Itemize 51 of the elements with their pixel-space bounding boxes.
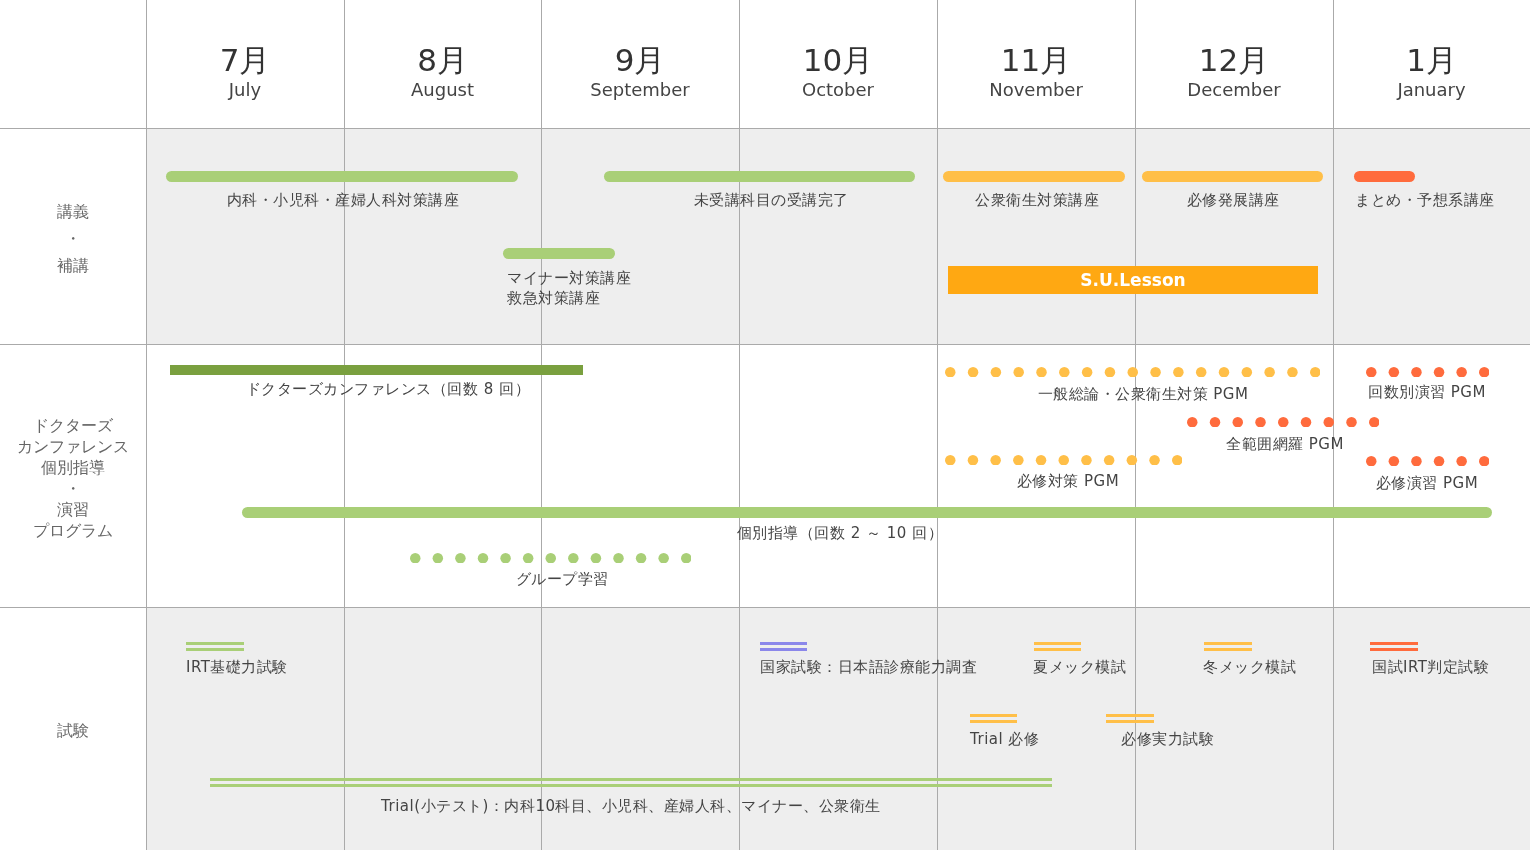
bar-caption: 内科・小児科・産婦人科対策講座 (226, 190, 460, 210)
row-heading: 補講 (57, 254, 89, 276)
bar-caption: 救急対策講座 (507, 288, 600, 308)
row-heading: ・ (65, 227, 81, 249)
bar-caption: Trial(小テスト)：内科10科目、小児科、産婦人科、マイナー、公衆衛生 (381, 796, 881, 816)
bar-caption: 個別指導（回数 2 ～ 10 回） (736, 523, 944, 543)
month-name: August (411, 79, 474, 101)
bar-caption: 必修演習 PGM (1375, 473, 1479, 493)
month-number: 9月 (614, 42, 666, 78)
row-heading: 講義 (57, 200, 89, 222)
bar-caption: 国家試験：日本語診療能力調査 (760, 657, 977, 677)
month-name: November (989, 79, 1083, 101)
row-heading: 演習 (57, 499, 89, 520)
course-bar: S.U.Lesson (948, 266, 1318, 294)
bar-caption: 冬メック模試 (1203, 657, 1296, 677)
row-heading: ・ (65, 478, 81, 499)
bar-caption: 夏メック模試 (1033, 657, 1126, 677)
bar-caption: グループ学習 (515, 569, 609, 589)
bar-caption: Trial 必修 (970, 729, 1040, 749)
bar-caption: 必修発展講座 (1186, 190, 1280, 210)
bar-caption: マイナー対策講座 (507, 268, 631, 288)
month-name: July (228, 79, 262, 101)
bar-caption: 必修実力試験 (1121, 729, 1214, 749)
bar-caption: 回数別演習 PGM (1368, 382, 1486, 402)
bar-caption: 全範囲網羅 PGM (1226, 434, 1344, 454)
row-heading: プログラム (33, 520, 113, 541)
row-heading: カンファレンス (17, 436, 129, 457)
bar-caption: IRT基礎力試験 (186, 657, 288, 677)
month-number: 12月 (1198, 42, 1270, 78)
table-row (0, 344, 1530, 607)
bar-caption: 必修対策 PGM (1016, 471, 1120, 491)
row-heading: ドクターズ (33, 415, 113, 436)
bar-caption: 未受講科目の受講完了 (693, 190, 849, 210)
bar-caption: 公衆衛生対策講座 (975, 190, 1099, 210)
bar-caption: ドクターズカンファレンス（回数 8 回） (245, 379, 531, 399)
row-heading: 個別指導 (41, 457, 105, 478)
row-heading: 試験 (57, 719, 89, 741)
month-name: September (590, 79, 690, 101)
month-name: January (1397, 79, 1466, 101)
month-number: 7月 (219, 42, 271, 78)
table-row (0, 607, 1530, 850)
month-number: 11月 (1000, 42, 1072, 78)
month-name: December (1187, 79, 1281, 101)
month-number: 1月 (1406, 42, 1457, 78)
month-name: October (802, 79, 874, 101)
bar-caption: 一般総論・公衆衛生対策 PGM (1037, 384, 1249, 404)
month-number: 8月 (417, 42, 468, 78)
bar-caption: まとめ・予想系講座 (1355, 190, 1495, 210)
month-number: 10月 (802, 42, 874, 78)
table-row (0, 128, 1530, 344)
bar-caption: 国試IRT判定試験 (1372, 657, 1490, 677)
